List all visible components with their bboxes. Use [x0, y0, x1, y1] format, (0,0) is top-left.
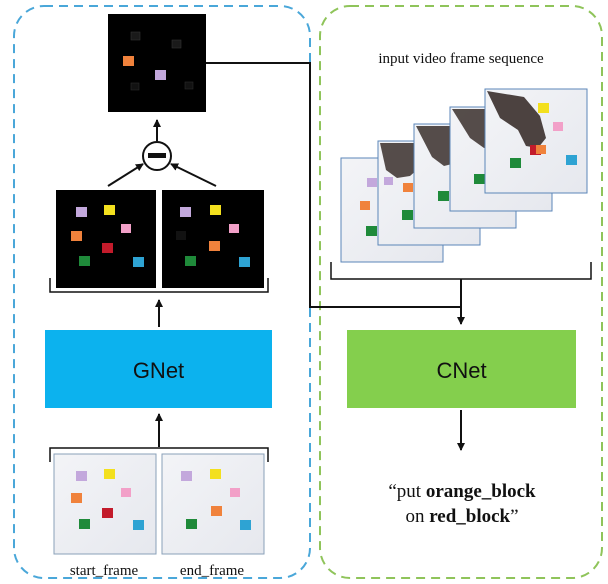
- video-frame-sequence: [340, 88, 588, 263]
- difference-to-cnet-connector: [206, 62, 461, 308]
- gnet-panel-border: [13, 5, 311, 579]
- mask-bracket: [49, 278, 269, 293]
- instruction-object: orange_block: [426, 481, 536, 502]
- cnet-label: CNet: [436, 358, 486, 383]
- end-mask-image: [162, 190, 264, 288]
- start-frame-image: [53, 453, 157, 555]
- gnet-label: GNet: [133, 358, 184, 383]
- video-frame-5: [484, 88, 588, 194]
- sequence-bracket: [330, 262, 592, 280]
- start-frame-label: start_frame: [70, 563, 139, 579]
- sequence-caption: input video frame sequence: [378, 51, 544, 67]
- arrow-right-mask-to-subtract: [170, 163, 217, 187]
- difference-image: [108, 14, 206, 112]
- instruction-middle: on: [405, 506, 429, 527]
- frames-bracket: [49, 447, 269, 462]
- instruction-open: “put: [388, 481, 425, 502]
- instruction-line-2: on red_block”: [405, 506, 518, 527]
- gnet-box: [45, 330, 272, 408]
- end-frame-image: [161, 453, 265, 555]
- instruction-line-1: “put orange_block: [388, 481, 536, 502]
- arrow-left-mask-to-subtract: [107, 163, 144, 187]
- cnet-panel-border: [319, 5, 603, 579]
- instruction-output: “put orange_block on red_block”: [388, 481, 536, 527]
- end-frame-label: end_frame: [180, 563, 244, 579]
- instruction-target: red_block: [429, 506, 510, 527]
- cnet-box: [347, 330, 576, 408]
- start-mask-image: [56, 190, 156, 288]
- instruction-close: ”: [510, 506, 518, 527]
- subtract-operator: [142, 141, 172, 171]
